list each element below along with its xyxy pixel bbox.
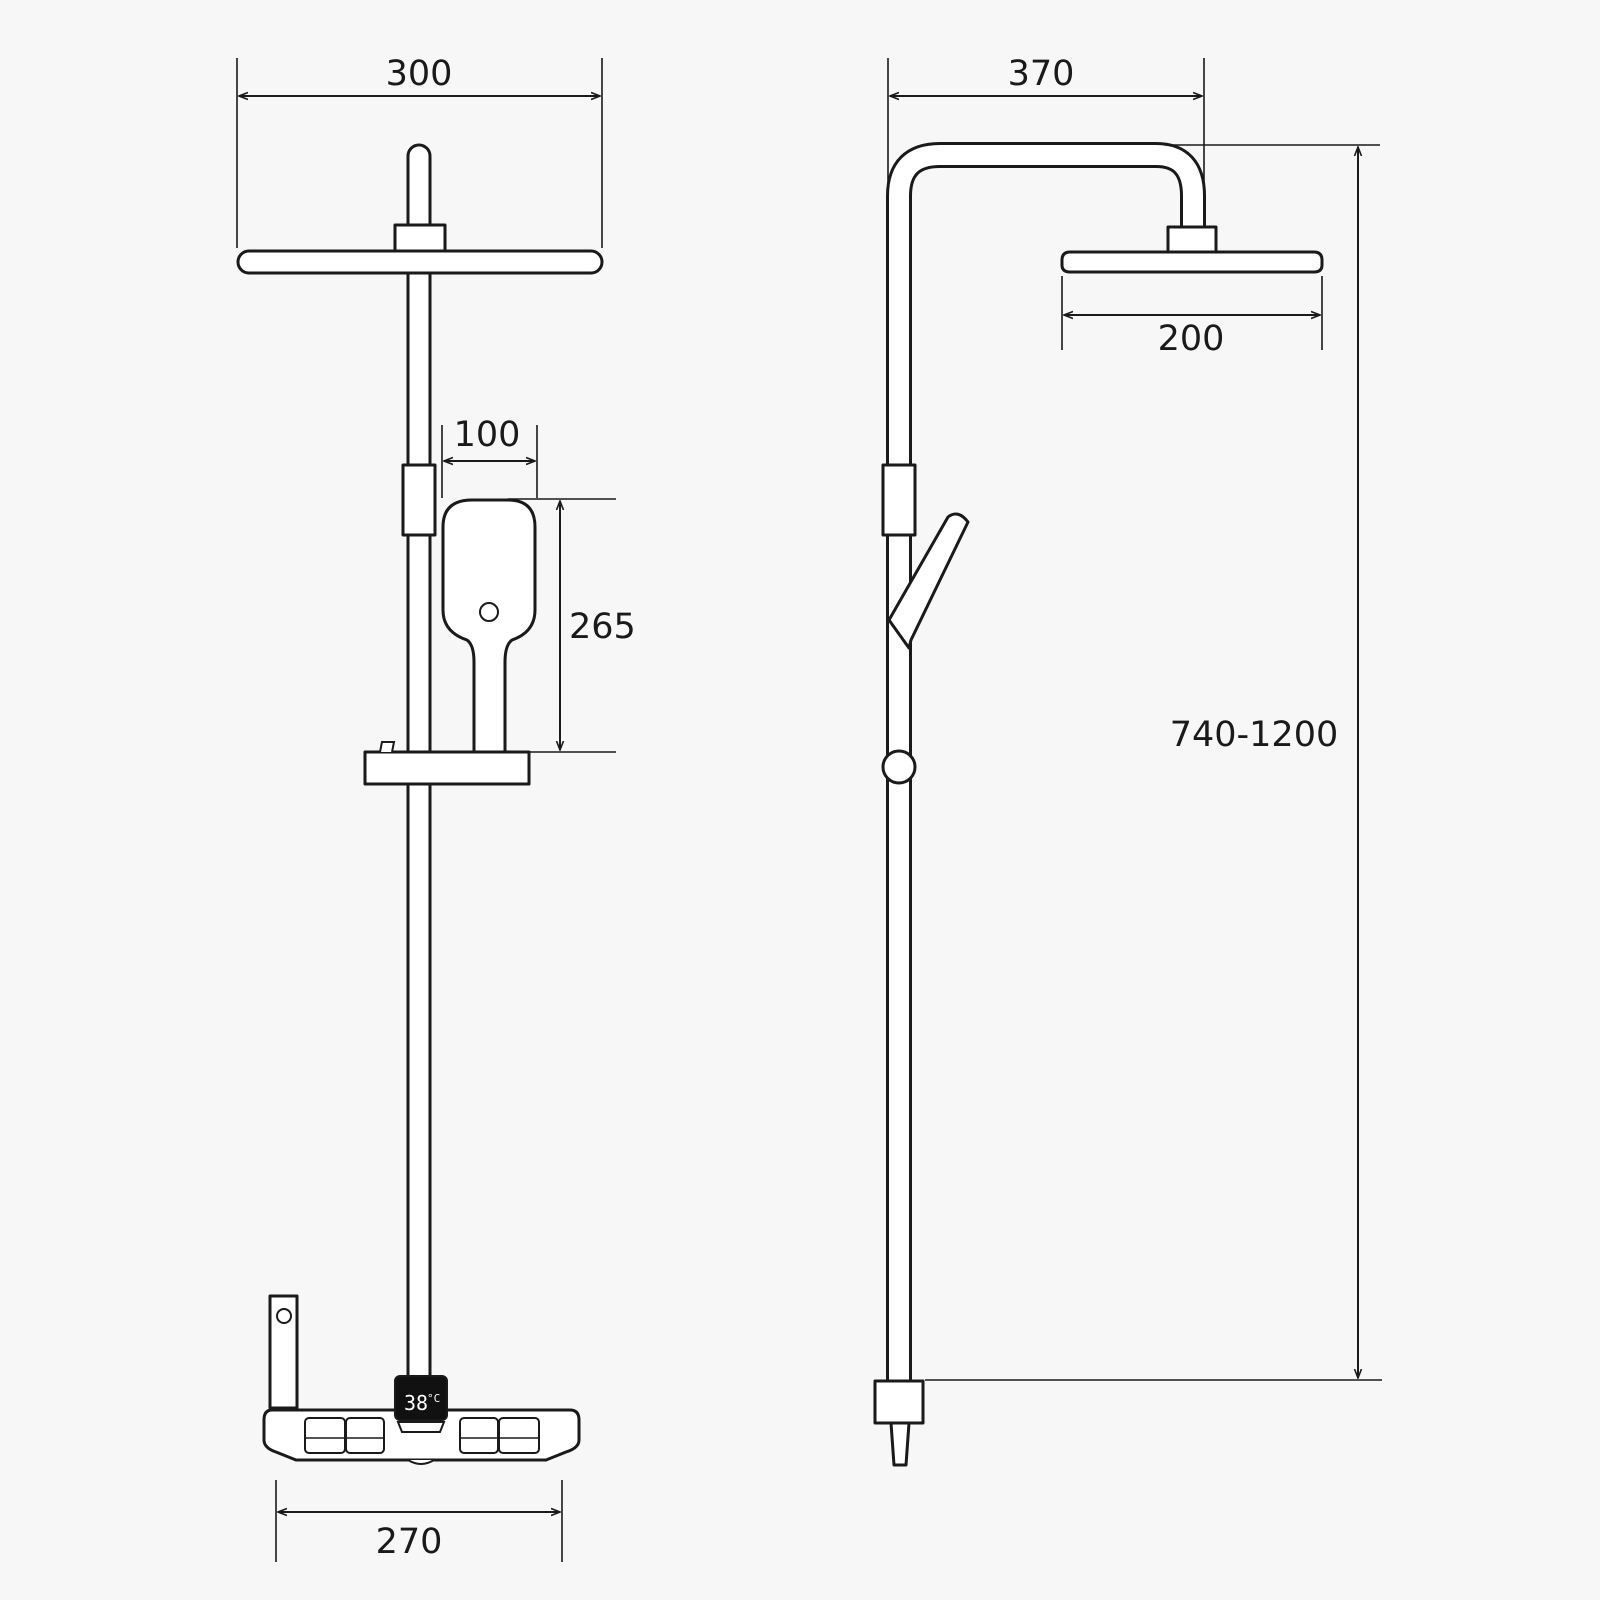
label-370: 370 xyxy=(1008,54,1075,94)
mixer-outlet xyxy=(407,1459,435,1465)
side-overhead-head xyxy=(1060,250,1324,274)
control-knob-1 xyxy=(304,1417,346,1454)
label-270: 270 xyxy=(376,1522,443,1562)
side-handheld xyxy=(887,512,970,650)
mixer-center-button xyxy=(396,1421,446,1433)
label-200: 200 xyxy=(1158,319,1225,359)
label-265: 265 xyxy=(569,607,636,647)
front-view: 38 °C 300 100 265 270 xyxy=(236,54,636,1562)
front-head-connector xyxy=(393,223,447,253)
side-slider-bracket xyxy=(881,463,917,537)
side-riser-arm-outline xyxy=(886,142,1206,1400)
label-100: 100 xyxy=(454,415,521,455)
front-slider-bracket xyxy=(401,463,437,537)
side-water-inlet xyxy=(889,1421,911,1467)
shelf-clip xyxy=(379,741,396,753)
front-shelf xyxy=(363,750,531,786)
side-shelf-knob xyxy=(881,749,917,785)
handheld-button-icon xyxy=(479,602,499,622)
side-head-connector xyxy=(1166,225,1218,254)
side-riser-arm xyxy=(889,145,1203,1400)
temperature-display xyxy=(394,1375,448,1421)
label-300: 300 xyxy=(386,54,453,94)
side-view: 370 200 740-1200 xyxy=(873,54,1382,1467)
spout-hole-icon xyxy=(276,1308,292,1324)
handheld-shower xyxy=(441,498,537,755)
label-height-range: 740-1200 xyxy=(1170,715,1339,755)
front-overhead-head xyxy=(236,249,604,275)
side-wall-bracket xyxy=(873,1379,925,1425)
control-knob-4 xyxy=(498,1417,540,1454)
display-unit: °C xyxy=(427,1392,440,1405)
display-temperature: 38 xyxy=(404,1391,428,1415)
control-knob-3 xyxy=(459,1417,499,1454)
control-knob-2 xyxy=(345,1417,385,1454)
